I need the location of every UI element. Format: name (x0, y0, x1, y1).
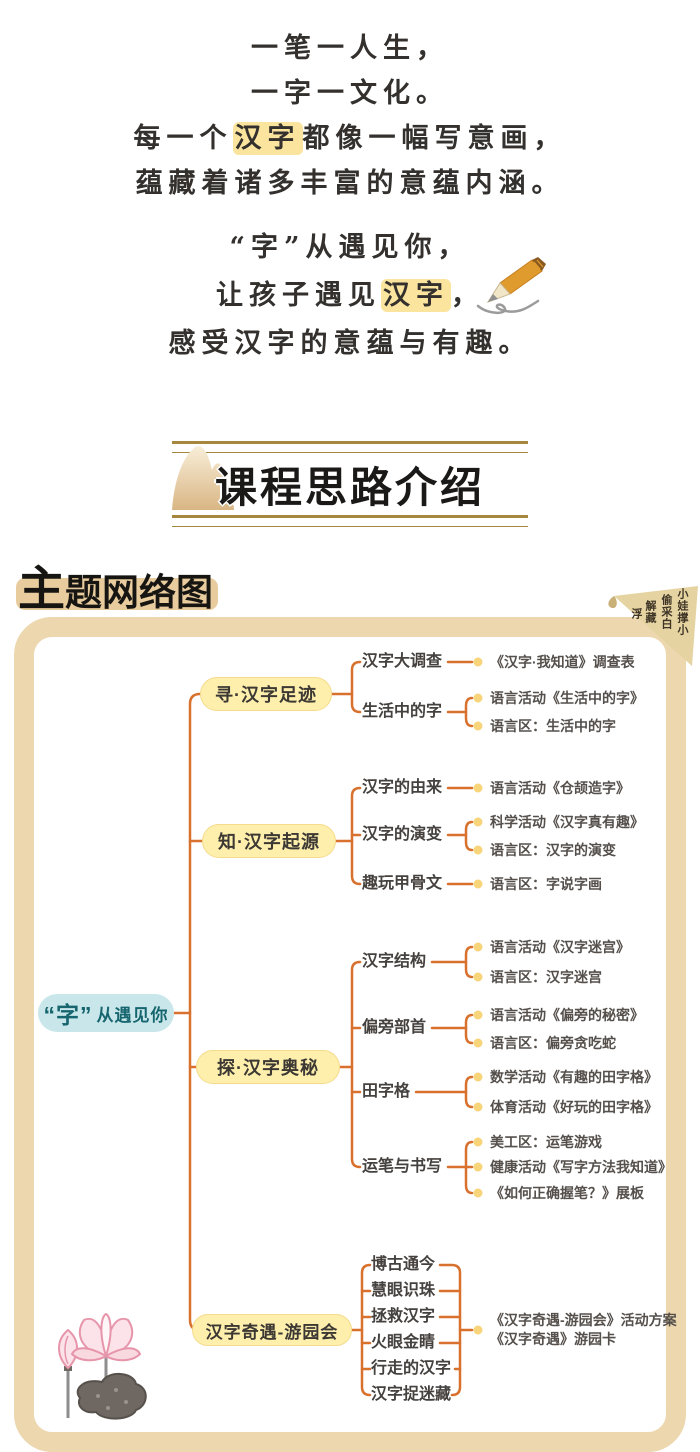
highlighted-word: 汉字 (381, 279, 451, 312)
activity-leaf: 语言区：生活中的字 (490, 718, 616, 734)
subtopic: 运笔与书写 (362, 1158, 443, 1175)
connector-lines (168, 657, 483, 1397)
activity-leaf: 语言区：汉字迷宫 (490, 969, 602, 985)
poem-line: 每一个汉字都像一幅写意画， (133, 122, 567, 155)
intro-stanza-2: “字”从遇见你， 让孩子遇见汉字， 感受汉字的意蕴与有趣。 (0, 224, 700, 368)
poem-column: 小娃撑小 (676, 588, 689, 636)
intro-stanza-1: 一笔一人生， 一字一文化。 每一个汉字都像一幅写意画， 蕴藏着诸多丰富的意蕴内涵… (0, 26, 700, 206)
subtopic: 汉字的由来 (362, 779, 443, 796)
result-line: 《汉字奇遇-游园会》活动方案 (490, 1312, 677, 1328)
game-item: 火眼金睛 (371, 1334, 436, 1351)
root-node-quote: “字” (43, 1002, 93, 1028)
activity-leaf: 语言区：偏旁贪吃蛇 (490, 1035, 616, 1051)
activity-leaf: 语言活动《仓颉造字》 (490, 780, 630, 796)
highlighted-word: 汉字 (232, 122, 303, 155)
poem-line: 一字一文化。 (251, 78, 449, 109)
activity-leaf: 语言活动《生活中的字》 (490, 690, 644, 706)
banner-bottom-rule (172, 515, 528, 527)
section-title-first-char: 主 (18, 562, 65, 615)
subtopic: 汉字的演变 (362, 826, 443, 843)
poem-line: 感受汉字的意蕴与有趣。 (168, 328, 532, 359)
activity-leaf: 科学活动《汉字真有趣》 (490, 814, 644, 830)
result-line: 《汉字奇遇》游园卡 (490, 1331, 616, 1347)
subtopic: 田字格 (362, 1083, 411, 1100)
result-block: 《汉字奇遇-游园会》活动方案 《汉字奇遇》游园卡 (490, 1311, 677, 1349)
subtopic: 生活中的字 (362, 703, 443, 720)
activity-leaf: 语言活动《汉字迷宫》 (490, 939, 630, 955)
game-item: 行走的汉字 (371, 1360, 452, 1377)
activity-leaf: 语言区：字说字画 (490, 876, 602, 892)
activity-leaf: 语言区：汉字的演变 (490, 842, 616, 858)
subtopic: 趣玩甲骨文 (362, 875, 443, 892)
lotus-rock-decoration (18, 1312, 158, 1439)
section-title-rest: 题网络图 (65, 572, 213, 613)
poem-line: 让孩子遇见汉字， (216, 279, 484, 312)
poem-line: 一笔一人生， (251, 33, 449, 64)
poem-line: “字”从遇见你， (229, 232, 471, 263)
poem-column: 偷采白 (660, 594, 673, 630)
activity-leaf: 美工区：运笔游戏 (490, 1134, 602, 1150)
mountain-icon (168, 442, 240, 519)
game-item: 汉字捉迷藏 (371, 1386, 452, 1403)
activity-leaf: 健康活动《写字方法我知道》 (490, 1159, 672, 1175)
poem-column: 浮 (630, 608, 643, 620)
diagram-frame (14, 617, 686, 1452)
activity-leaf: 《汉字·我知道》调查表 (490, 654, 635, 670)
subtopic: 汉字大调查 (362, 653, 443, 670)
subtopic: 偏旁部首 (362, 1019, 427, 1036)
poem-line: 蕴藏着诸多丰富的意蕴内涵。 (135, 168, 565, 199)
section-heading: 主题网络图 (16, 550, 218, 615)
activity-leaf: 数学活动《有趣的田字格》 (490, 1069, 658, 1085)
heading-underlay (16, 578, 218, 610)
branch-node: 探·汉字奥秘 (196, 1050, 340, 1084)
game-item: 拯救汉字 (371, 1308, 436, 1325)
branch-node: 寻·汉字足迹 (200, 677, 332, 711)
subtopic: 汉字结构 (362, 953, 427, 970)
branch-node: 汉字奇遇-游园会 (192, 1314, 352, 1346)
course-intro-banner: 课程思路介绍 (172, 441, 528, 527)
pencil-icon (466, 256, 550, 331)
activity-leaf: 体育活动《好玩的田字格》 (490, 1099, 658, 1115)
root-node: “字”从遇见你 (38, 994, 174, 1032)
branch-node: 知·汉字起源 (202, 824, 336, 858)
game-item: 博古通今 (371, 1256, 436, 1273)
corner-fold-decoration: 小娃撑小 偷采白 解藏 浮 (594, 582, 700, 670)
poem-column: 解藏 (644, 600, 657, 624)
activity-leaf: 语言活动《偏旁的秘密》 (490, 1007, 644, 1023)
banner-top-rule (172, 441, 528, 453)
theme-network-diagram: “字”从遇见你 寻·汉字足迹 知·汉字起源 探·汉字奥秘 汉字奇遇-游园会 汉字… (14, 617, 686, 1452)
game-item: 慧眼识珠 (371, 1282, 436, 1299)
root-node-label: 从遇见你 (96, 1005, 169, 1025)
activity-leaf: 《如何正确握笔？》展板 (490, 1185, 644, 1201)
banner-title: 课程思路介绍 (214, 463, 485, 511)
